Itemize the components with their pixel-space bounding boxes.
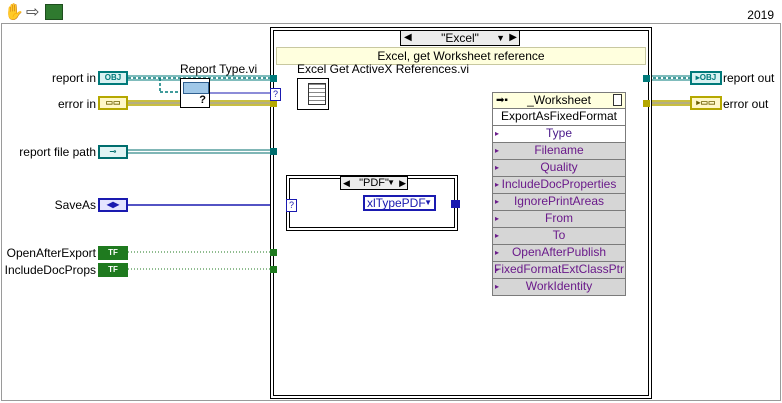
error-in-terminal[interactable]: ▭▭ [98,96,128,110]
input-arrow-icon: ▸ [495,180,500,189]
report-type-label: Report Type.vi [180,62,258,76]
error-in-label: error in [57,97,96,111]
excel-refs-label: Excel Get ActiveX References.vi [297,62,470,76]
param-row-to[interactable]: ▸To [492,228,626,245]
case-selector-label: "PDF" [359,177,389,189]
input-arrow-icon: ▸ [495,129,500,138]
include-doc-props-label: IncludeDocProps [4,263,96,277]
param-row-ignore-print-areas[interactable]: ▸IgnorePrintAreas [492,194,626,211]
chevron-right-icon[interactable]: ▶ [509,32,517,43]
tunnel-error-out [643,100,650,107]
param-row-work-identity[interactable]: ▸WorkIdentity [492,279,626,296]
question-icon: ? [199,94,206,106]
report-out-label: report out [723,71,775,85]
tunnel-refnum-in [270,75,277,82]
excel-icon [308,83,326,105]
input-arrow-icon: ▸ [495,197,500,206]
invoke-method-label: ExportAsFixedFormat [500,109,618,123]
report-in-label: report in [51,71,96,85]
arrow-right-icon[interactable]: ⇨ [26,4,40,21]
param-row-open-after-publish[interactable]: ▸OpenAfterPublish [492,245,626,262]
include-doc-props-terminal[interactable]: TF [98,263,128,277]
refnum-arrow-icon: ➡▪ [496,95,508,106]
refnum-icon: ▸OBJ [695,73,717,82]
error-out-label: error out [723,97,769,111]
tunnel-bool2-in [270,266,277,273]
tunnel-refnum-out [643,75,650,82]
report-in-terminal[interactable]: OBJ [98,71,128,85]
invoke-node[interactable]: ➡▪ _Worksheet ExportAsFixedFormat ▸Type … [492,92,626,296]
year-label: 2019 [747,8,774,22]
case-selector-pdf[interactable]: ◀ "PDF" ▼ ▶ [340,176,408,190]
toolbar: ✋ ⇨ 2019 [0,0,782,24]
inner-tunnel-out [451,200,460,208]
xltypepdf-constant[interactable]: xlTypePDF ▼ [363,195,436,211]
report-type-vi[interactable]: ? [180,78,210,108]
open-after-export-terminal[interactable]: TF [98,246,128,260]
boolean-icon: TF [108,248,118,257]
refnum-icon: OBJ [104,73,122,82]
report-out-terminal[interactable]: ▸OBJ [690,71,722,85]
chevron-down-icon[interactable]: ▼ [387,178,395,187]
case-comment-text: Excel, get Worksheet reference [377,49,545,63]
report-type-icon [183,82,209,94]
case-selector-label: "Excel" [441,31,479,45]
inner-selector-terminal[interactable]: ? [286,199,297,212]
invoke-node-header: ➡▪ _Worksheet [492,92,626,109]
invoke-params: ▸Type ▸Filename ▸Quality ▸IncludeDocProp… [492,126,626,296]
tunnel-error-in [270,100,277,107]
run-icon[interactable] [45,4,63,20]
param-row-fixed-format-ext-class-ptr[interactable]: ▸FixedFormatExtClassPtr [492,262,626,279]
input-arrow-icon: ▸ [495,231,500,240]
saveas-label: SaveAs [54,198,96,212]
chevron-down-icon[interactable]: ▼ [496,33,505,43]
param-row-from[interactable]: ▸From [492,211,626,228]
enum-icon: ◀▶ [106,200,120,209]
tunnel-bool1-in [270,249,277,256]
error-out-terminal[interactable]: ▸▭▭ [690,96,722,110]
dropdown-icon[interactable]: ▼ [424,198,432,207]
input-arrow-icon: ▸ [495,214,500,223]
chevron-left-icon[interactable]: ◀ [404,32,412,43]
open-after-export-label: OpenAfterExport [6,246,96,260]
param-row-filename[interactable]: ▸Filename [492,143,626,160]
input-arrow-icon: ▸ [495,265,500,274]
report-file-path-label: report file path [19,145,96,159]
error-cluster-icon: ▭▭ [105,98,121,107]
invoke-class-label: _Worksheet [527,93,591,107]
param-row-quality[interactable]: ▸Quality [492,160,626,177]
tunnel-path-in [270,148,277,155]
report-file-path-terminal[interactable]: ⊸ [98,145,128,159]
xltypepdf-label: xlTypePDF [367,196,426,210]
input-arrow-icon: ▸ [495,248,500,257]
param-row-type[interactable]: ▸Type [492,126,626,143]
case-selector-excel[interactable]: ◀ "Excel" ▼ ▶ [400,30,520,46]
case-selector-terminal[interactable]: ? [270,88,281,101]
error-cluster-icon: ▸▭▭ [696,98,716,107]
case-comment: Excel, get Worksheet reference [276,47,646,65]
hand-icon[interactable]: ✋ [4,4,24,21]
input-arrow-icon: ▸ [495,163,500,172]
chevron-left-icon[interactable]: ◀ [343,178,350,188]
path-icon: ⊸ [109,147,117,156]
chevron-right-icon[interactable]: ▶ [399,178,406,188]
doc-icon [613,94,622,106]
excel-get-activex-refs-vi[interactable] [297,78,329,110]
param-row-include-doc-properties[interactable]: ▸IncludeDocProperties [492,177,626,194]
boolean-icon: TF [108,265,118,274]
input-arrow-icon: ▸ [495,282,500,291]
saveas-terminal[interactable]: ◀▶ [98,198,128,212]
input-arrow-icon: ▸ [495,146,500,155]
invoke-method-row: ExportAsFixedFormat [492,109,626,126]
